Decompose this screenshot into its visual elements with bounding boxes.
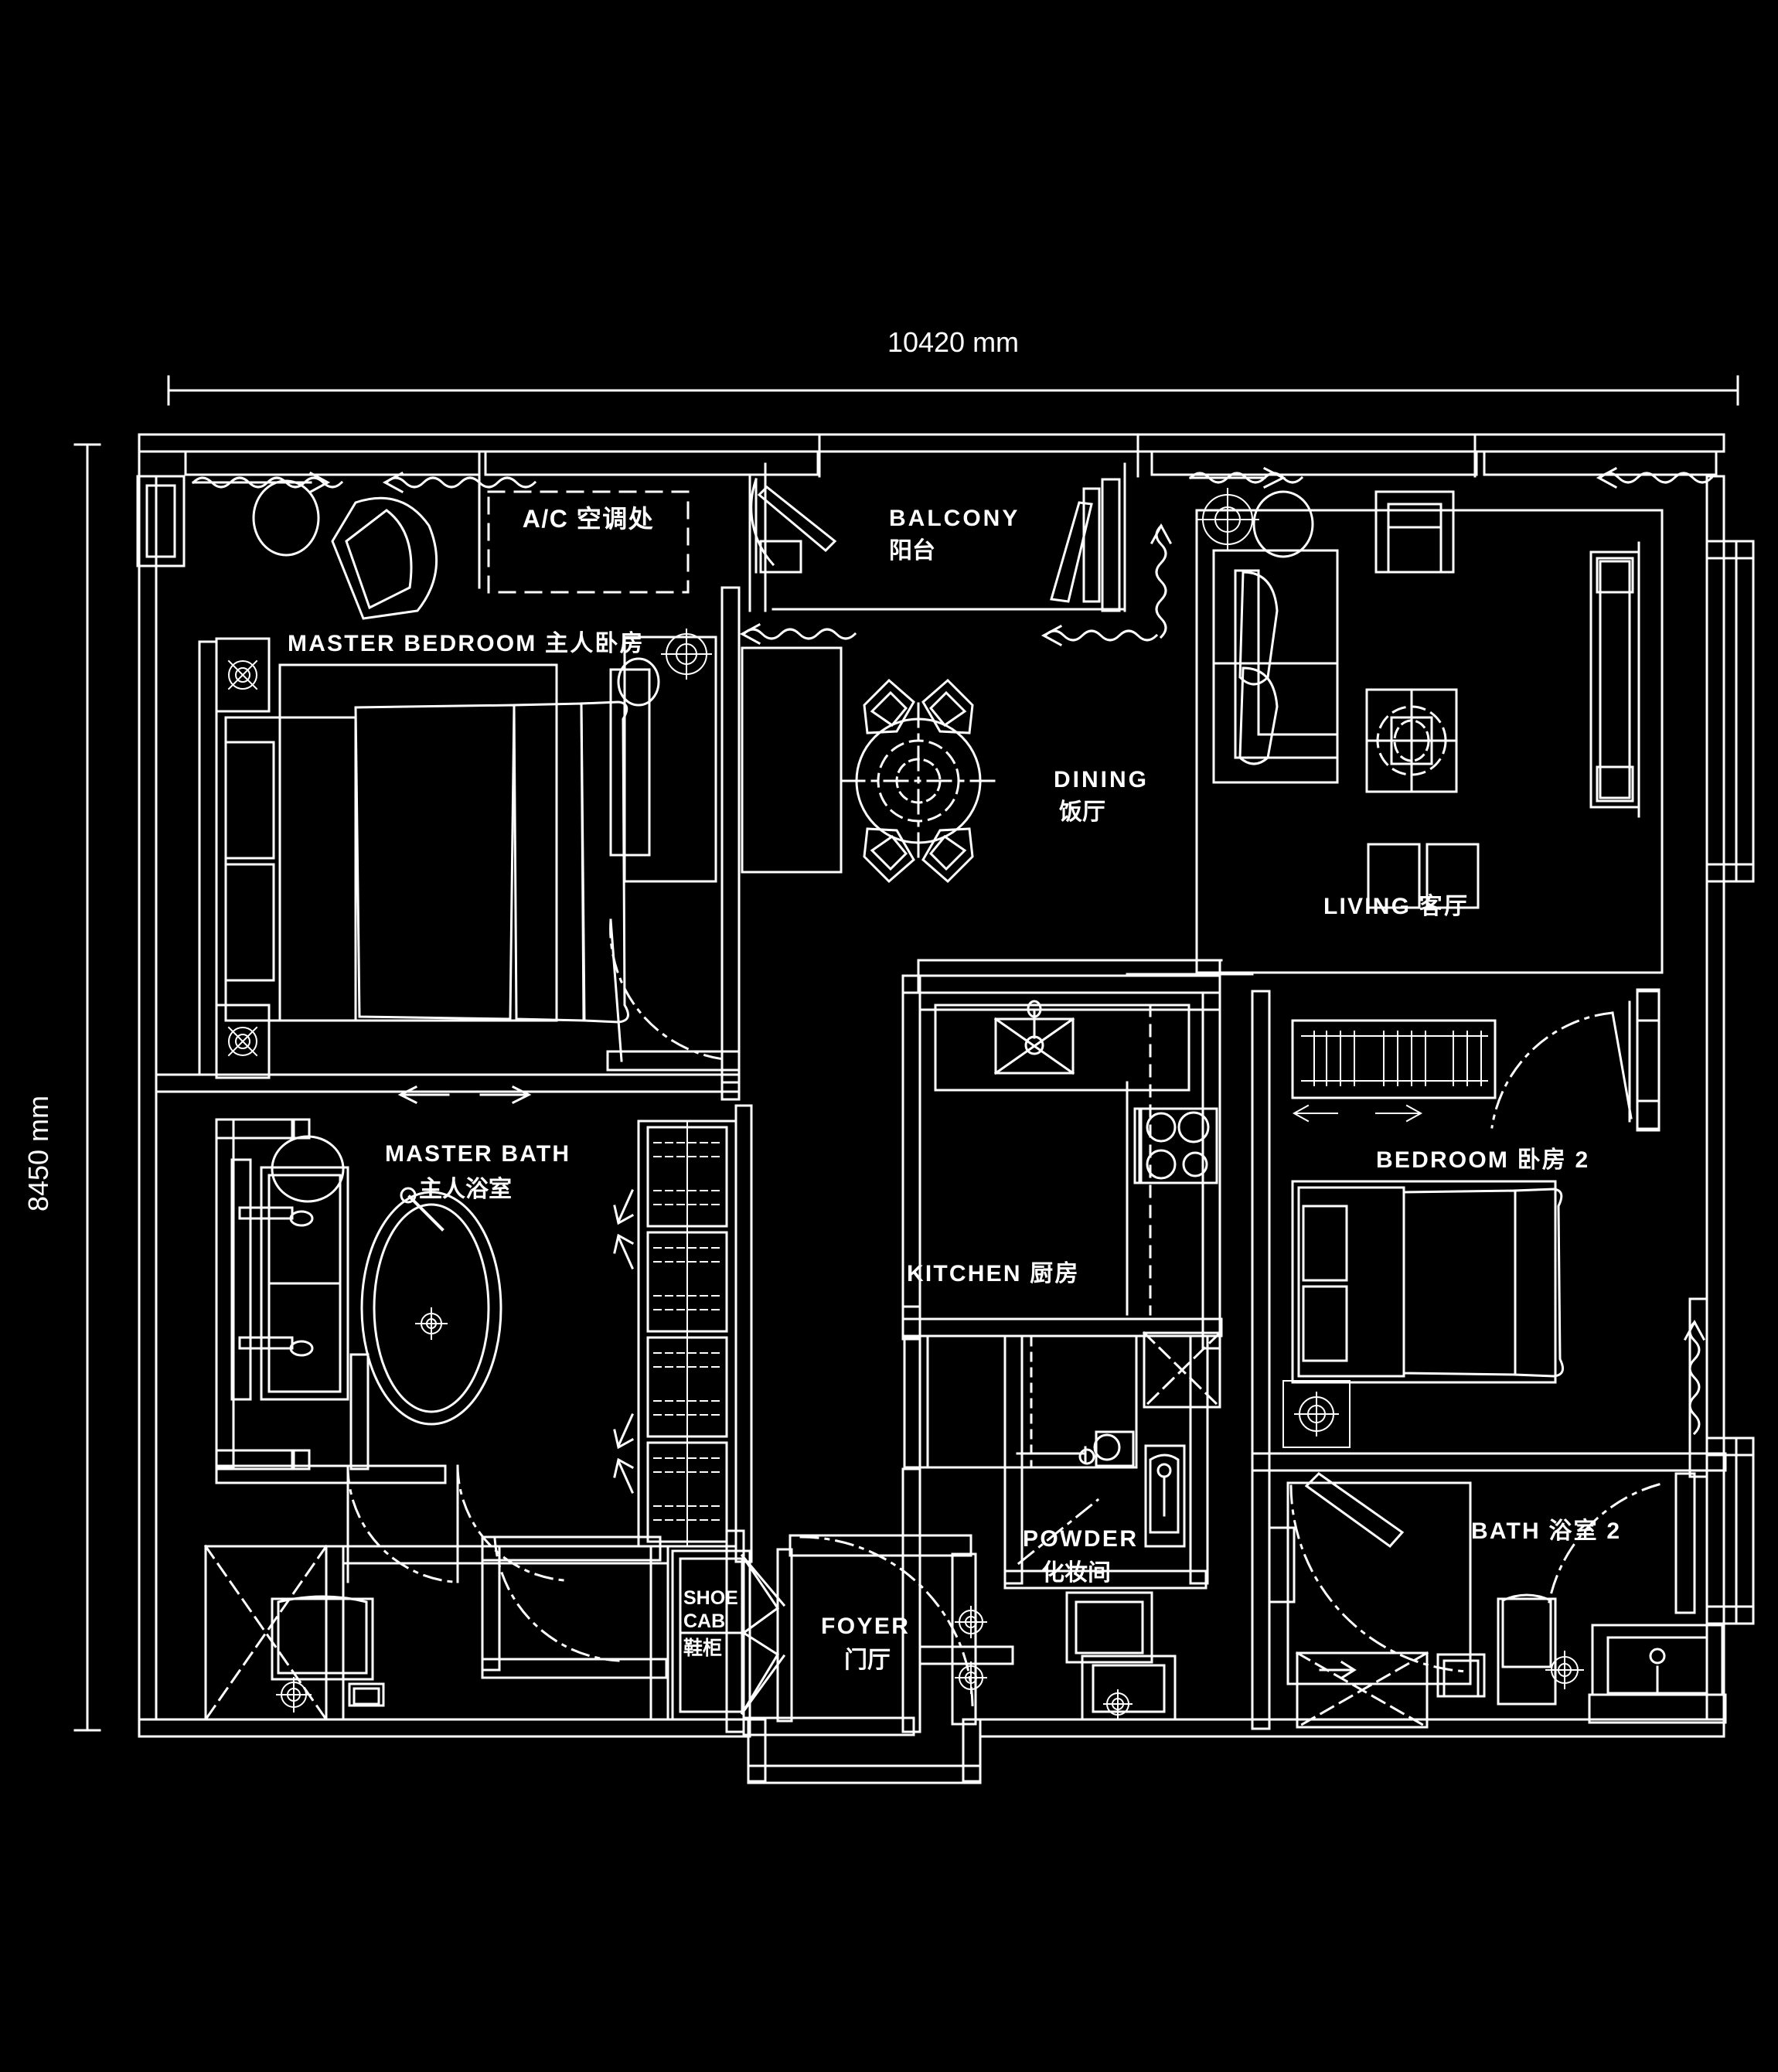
room-label-balcony-en: BALCONY	[889, 506, 1020, 531]
balcony-door-swing	[750, 478, 837, 574]
foyer-entry-door	[789, 1534, 987, 1726]
room-label-bath2: BATH 浴室 2	[1471, 1518, 1621, 1544]
room-label-bedroom2: BEDROOM 卧房 2	[1376, 1147, 1589, 1173]
master-bedroom-console	[609, 629, 843, 883]
room-label-kitchen: KITCHEN 厨房	[907, 1261, 1080, 1286]
left-projection	[136, 475, 186, 567]
shoe-cabinet	[671, 1548, 793, 1723]
airflow-arrow-top-right2	[1596, 466, 1714, 489]
room-label-living: LIVING 客厅	[1323, 893, 1469, 919]
kitchen-fixtures	[903, 1000, 1222, 1469]
airflow-arrows-top-left	[191, 471, 537, 494]
master-bath-wardrobe	[613, 1104, 753, 1563]
room-label-master-bedroom: MASTER BEDROOM 主人卧房	[288, 631, 645, 656]
balcony-structure	[478, 462, 1126, 612]
powder-lower-fixtures	[1081, 1655, 1177, 1721]
airflow-arrow-top-right1	[1188, 466, 1304, 489]
ac-closet-label: A/C 空调处	[523, 505, 655, 533]
airflow-arrow-right-vertical	[1683, 1319, 1706, 1436]
room-label-dining-zh: 饭厅	[1059, 799, 1105, 825]
living-cabinet-right	[1589, 541, 1640, 818]
shoe-cab-label-line1: SHOE	[683, 1587, 738, 1609]
kitchen-soffit	[917, 959, 1254, 994]
room-label-powder-en: POWDER	[1023, 1526, 1138, 1552]
shoe-cab-label-zh: 鞋柜	[683, 1637, 722, 1659]
right-closet	[1628, 990, 1660, 1132]
dimension-left	[73, 443, 101, 1732]
room-label-master-bath-zh: 主人浴室	[419, 1176, 512, 1202]
dimension-height-label: 8450 mm	[22, 1096, 54, 1212]
master-bedroom-door	[606, 918, 741, 1072]
master-bedroom-walls	[155, 586, 741, 1101]
master-bath-fixtures	[203, 1118, 669, 1722]
powder-room-fixtures	[1016, 1444, 1186, 1664]
room-label-master-bath-en: MASTER BATH	[385, 1141, 571, 1167]
dimension-width-label: 10420 mm	[887, 326, 1019, 358]
room-label-foyer-en: FOYER	[821, 1614, 910, 1639]
airflow-arrow-balcony	[1041, 624, 1159, 647]
living-room-furniture	[1195, 488, 1664, 974]
dining-table-set	[840, 678, 997, 884]
room-label-powder-zh: 化妆间	[1041, 1560, 1111, 1586]
master-bath-slide-arrows	[397, 1085, 532, 1105]
airflow-arrow-vertical	[1150, 523, 1173, 639]
room-label-balcony-zh: 阳台	[889, 537, 935, 564]
room-label-dining-en: DINING	[1054, 767, 1149, 792]
bedroom2-window	[1688, 1297, 1708, 1478]
dimension-top	[167, 375, 1739, 406]
shoe-cab-label-line2: CAB	[683, 1610, 725, 1632]
bath2-fixtures	[1268, 1472, 1727, 1730]
airflow-arrow-mid-left	[739, 622, 857, 646]
room-label-foyer-zh: 门厅	[844, 1648, 891, 1673]
